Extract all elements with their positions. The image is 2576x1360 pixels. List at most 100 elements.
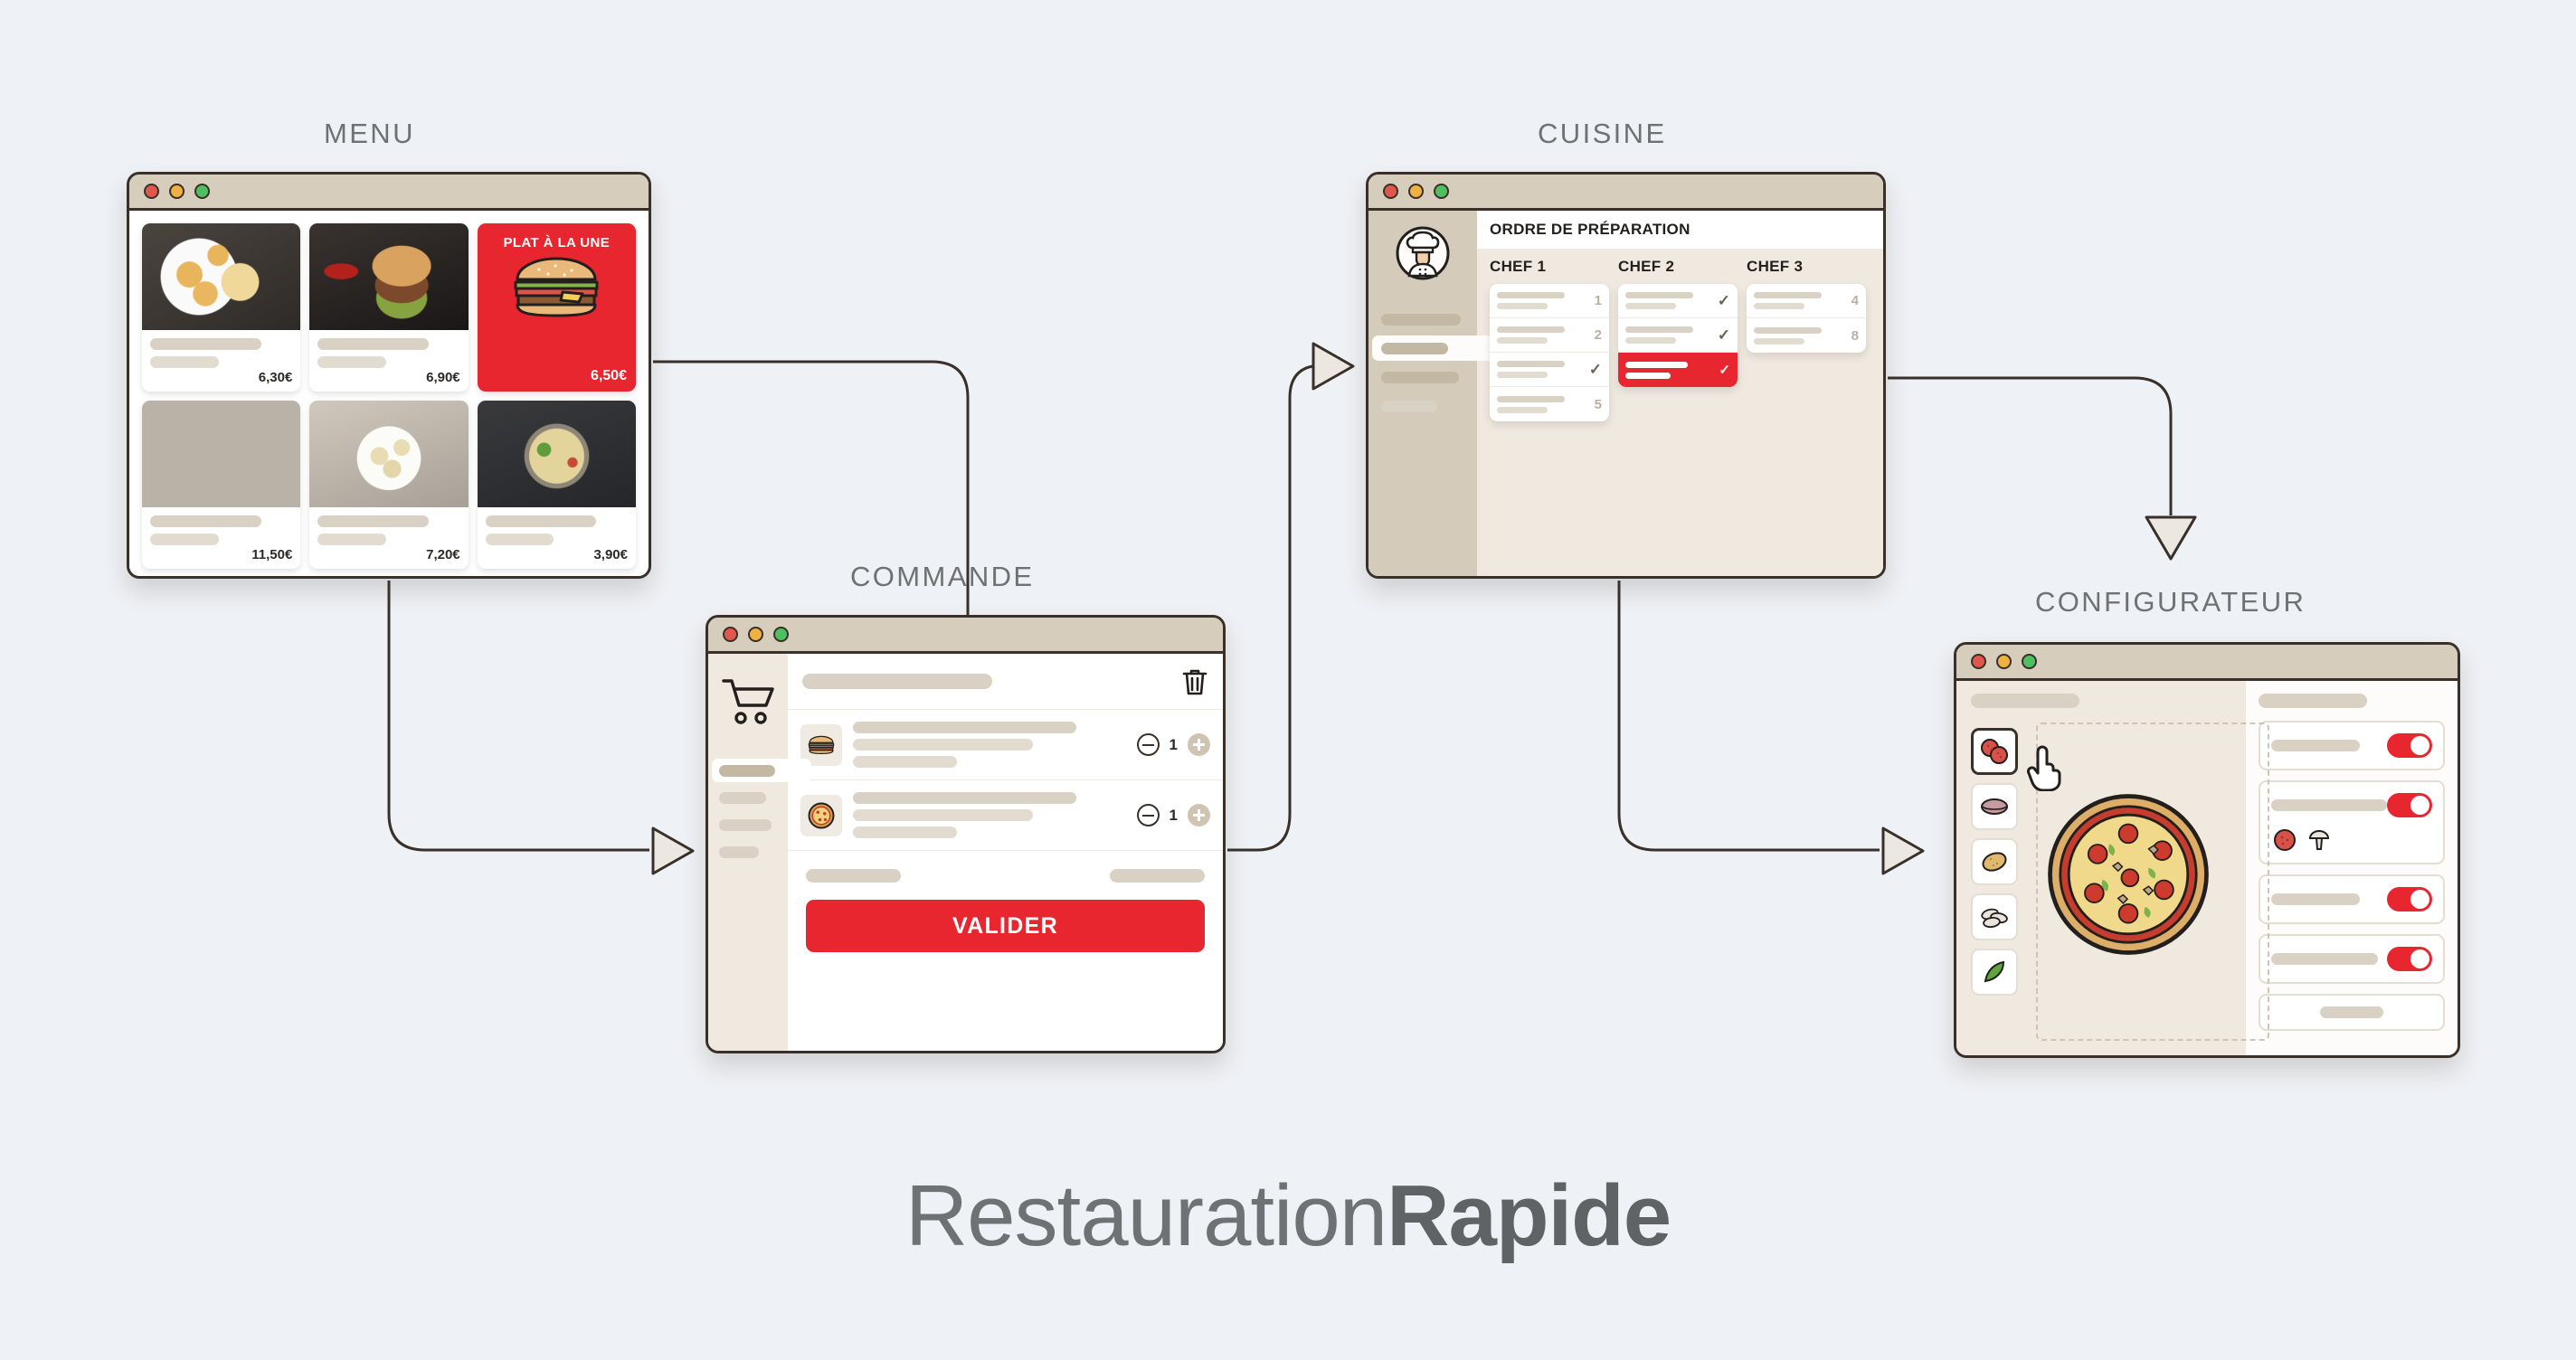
preparation-ticket[interactable]: ✓ (1618, 284, 1738, 318)
minimize-icon[interactable] (1996, 654, 2012, 669)
burger-doodle-icon (514, 257, 599, 317)
burger-icon (800, 723, 842, 766)
option-toggle[interactable] (2387, 887, 2432, 911)
sidebar-item[interactable] (1368, 305, 1477, 334)
option-toggle[interactable] (2387, 793, 2432, 817)
configurator-section-label (1971, 694, 2079, 708)
minus-circle-icon[interactable] (1136, 804, 1160, 826)
sidebar-item[interactable] (708, 811, 788, 838)
sidebar-item[interactable] (708, 784, 788, 811)
sidebar-item[interactable] (1368, 334, 1499, 363)
ingredient-palette (1971, 728, 2018, 996)
option-row[interactable] (2259, 934, 2445, 984)
sidebar-item[interactable] (1368, 392, 1477, 420)
burger-photo (309, 223, 469, 330)
preparation-ticket[interactable]: ✓ (1490, 353, 1609, 387)
plus-circle-icon[interactable] (1188, 733, 1210, 756)
menu-item-price: 7,20€ (426, 547, 460, 562)
window-configurateur[interactable] (1954, 642, 2460, 1058)
ingredient-ham[interactable] (1971, 783, 2018, 830)
sidebar-item[interactable] (708, 838, 788, 865)
panel-title-configurateur: CONFIGURATEUR (2035, 586, 2306, 618)
menu-item-price: 6,30€ (258, 370, 293, 385)
preparation-ticket[interactable]: 8 (1747, 318, 1866, 353)
brand-logo: RestaurationRapide (0, 1166, 2576, 1266)
menu-item-card[interactable]: 11,50€ (142, 401, 301, 569)
window-commande[interactable]: 1 1 (706, 615, 1226, 1053)
window-cuisine[interactable]: ORDRE DE PRÉPARATION CHEF 1 1 2 (1366, 172, 1886, 579)
menu-item-card[interactable]: 7,20€ (309, 401, 469, 569)
brand-name-bold: Rapide (1387, 1167, 1672, 1264)
panel-title-commande: COMMANDE (850, 561, 1035, 592)
trash-icon[interactable] (1181, 667, 1208, 696)
option-row[interactable] (2259, 721, 2445, 770)
menu-item-card[interactable]: 3,90€ (477, 401, 636, 569)
quantity-value: 1 (1169, 735, 1178, 753)
chef-column: CHEF 3 4 8 (1747, 258, 1866, 421)
minimize-icon[interactable] (1408, 184, 1424, 199)
pointer-hand-cursor (2027, 745, 2061, 791)
ticket-mark: 1 (1594, 293, 1602, 308)
ticket-check-icon: ✓ (1717, 326, 1730, 344)
preparation-ticket[interactable]: 1 (1490, 284, 1609, 318)
sidebar-item[interactable] (708, 757, 811, 784)
order-header (788, 654, 1223, 710)
ingredient-potato[interactable] (1971, 838, 2018, 885)
preparation-ticket[interactable]: 4 (1747, 284, 1866, 318)
chef-column-label: CHEF 3 (1747, 258, 1804, 275)
option-toggle[interactable] (2387, 733, 2432, 758)
menu-item-card[interactable]: 6,30€ (142, 223, 301, 392)
pizza-dropzone[interactable] (2036, 722, 2269, 1041)
close-icon[interactable] (723, 627, 738, 642)
preparation-ticket[interactable]: 5 (1490, 387, 1609, 421)
quantity-value: 1 (1169, 806, 1178, 824)
ravioli-photo (309, 401, 469, 507)
order-line-item[interactable]: 1 (788, 780, 1223, 851)
pizza-photo (142, 401, 301, 507)
maximize-icon[interactable] (2022, 654, 2037, 669)
maximize-icon[interactable] (773, 627, 789, 642)
options-panel (2246, 681, 2458, 1055)
options-section-label (2259, 694, 2367, 708)
chef-column: CHEF 1 1 2 ✓ (1490, 258, 1609, 421)
ham-slice-icon (1981, 798, 2008, 815)
nuggets-fries-photo (142, 223, 301, 330)
mushroom-chip-icon (2308, 830, 2330, 850)
chef-avatar-icon (1396, 226, 1450, 280)
order-line-item[interactable]: 1 (788, 710, 1223, 780)
option-row-expanded[interactable] (2259, 780, 2445, 864)
option-toggle[interactable] (2387, 947, 2432, 971)
ticket-check-icon: ✓ (1719, 363, 1730, 378)
panel-title-menu: MENU (324, 118, 415, 149)
menu-item-card[interactable]: 6,90€ (309, 223, 469, 392)
preparation-ticket[interactable]: 2 (1490, 318, 1609, 353)
maximize-icon[interactable] (194, 184, 210, 199)
close-icon[interactable] (1383, 184, 1398, 199)
close-icon[interactable] (1971, 654, 1986, 669)
validate-button[interactable]: VALIDER (806, 900, 1205, 952)
ticket-check-icon: ✓ (1588, 360, 1602, 378)
maximize-icon[interactable] (1434, 184, 1449, 199)
option-row-footer[interactable] (2259, 994, 2445, 1031)
option-row[interactable] (2259, 874, 2445, 924)
preparation-ticket-active[interactable]: ✓ (1618, 353, 1738, 387)
ingredient-mushrooms[interactable] (1971, 893, 2018, 940)
minimize-icon[interactable] (169, 184, 185, 199)
preparation-ticket[interactable]: ✓ (1618, 318, 1738, 353)
menu-item-price: 11,50€ (251, 547, 293, 562)
sidebar-item[interactable] (1368, 363, 1477, 392)
close-icon[interactable] (144, 184, 159, 199)
menu-item-price: 6,90€ (426, 370, 460, 385)
minimize-icon[interactable] (748, 627, 763, 642)
arrow-right-icon (1312, 342, 1355, 391)
plus-circle-icon[interactable] (1188, 804, 1210, 826)
ingredient-green-pepper[interactable] (1971, 949, 2018, 996)
pepperoni-icon (1981, 739, 2008, 764)
pizza-icon (800, 794, 842, 836)
window-menu[interactable]: 6,30€ 6,90€ PLAT À LA UNE (127, 172, 651, 579)
minus-circle-icon[interactable] (1136, 733, 1160, 756)
menu-featured-card[interactable]: PLAT À LA UNE 6,50€ (477, 223, 636, 392)
green-pepper-icon (1984, 960, 2005, 983)
ticket-mark: 5 (1594, 396, 1602, 412)
ingredient-pepperoni[interactable] (1971, 728, 2018, 775)
